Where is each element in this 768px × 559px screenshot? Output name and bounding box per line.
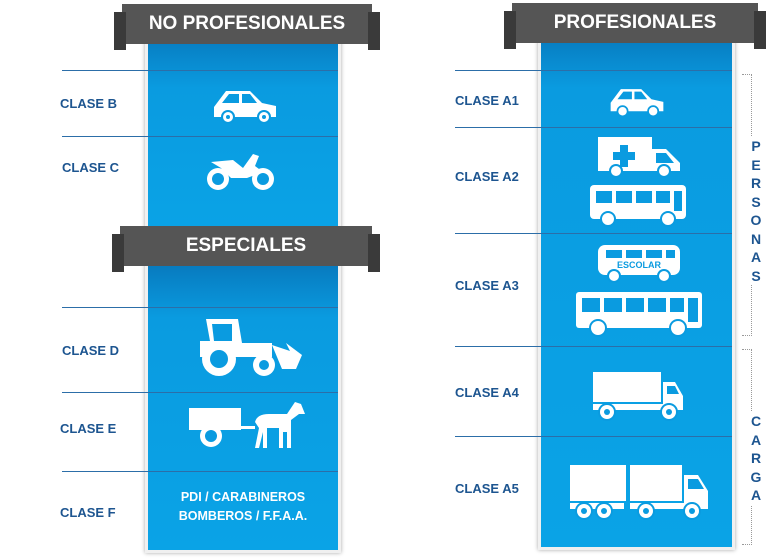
- taxi-car-icon: [610, 89, 664, 118]
- no-profesionales-panel: [145, 15, 341, 235]
- header-profesionales: PROFESIONALES: [504, 3, 766, 49]
- horse-cart-icon: [189, 402, 305, 448]
- clase-a3-label: CLASE A3: [455, 278, 519, 293]
- personas-group-label: PERSONAS: [749, 137, 763, 285]
- clase-a4-label: CLASE A4: [455, 385, 519, 400]
- clase-b-label: CLASE B: [60, 96, 118, 111]
- divider: [455, 233, 732, 234]
- truck-trailer-icon: [570, 465, 708, 520]
- clase-d-label: CLASE D: [62, 343, 120, 358]
- clase-f-description: PDI / CARABINEROS BOMBEROS / F.F.A.A.: [148, 488, 338, 526]
- tractor-icon: [200, 319, 302, 376]
- clase-f-label: CLASE F: [60, 505, 116, 520]
- clase-f-line1: PDI / CARABINEROS: [180, 490, 306, 504]
- carga-group-label: CARGA: [749, 412, 763, 505]
- motorcycle-icon: [207, 154, 274, 190]
- divider: [62, 471, 338, 472]
- minibus-icon: [590, 185, 686, 227]
- divider: [455, 436, 732, 437]
- divider: [62, 70, 338, 71]
- clase-a5-label: CLASE A5: [455, 481, 519, 496]
- clase-a1-label: CLASE A1: [455, 93, 519, 108]
- school-bus-icon: ESCOLAR: [596, 243, 682, 285]
- divider: [455, 127, 732, 128]
- school-bus-text: ESCOLAR: [616, 260, 661, 270]
- especiales-panel: [145, 245, 341, 553]
- header-no-profesionales: NO PROFESIONALES: [114, 4, 380, 50]
- divider: [62, 392, 338, 393]
- clase-e-label: CLASE E: [60, 421, 117, 436]
- divider: [62, 136, 338, 137]
- ambulance-icon: [598, 137, 680, 178]
- clase-a2-label: CLASE A2: [455, 169, 519, 184]
- truck-icon: [593, 372, 683, 421]
- divider: [455, 70, 732, 71]
- clase-f-line2: BOMBEROS / F.F.A.A.: [178, 509, 308, 523]
- clase-c-label: CLASE C: [62, 160, 120, 175]
- divider: [455, 346, 732, 347]
- header-especiales: ESPECIALES: [112, 226, 380, 272]
- car-icon: [214, 91, 276, 124]
- divider: [62, 307, 338, 308]
- bus-icon: [576, 292, 702, 337]
